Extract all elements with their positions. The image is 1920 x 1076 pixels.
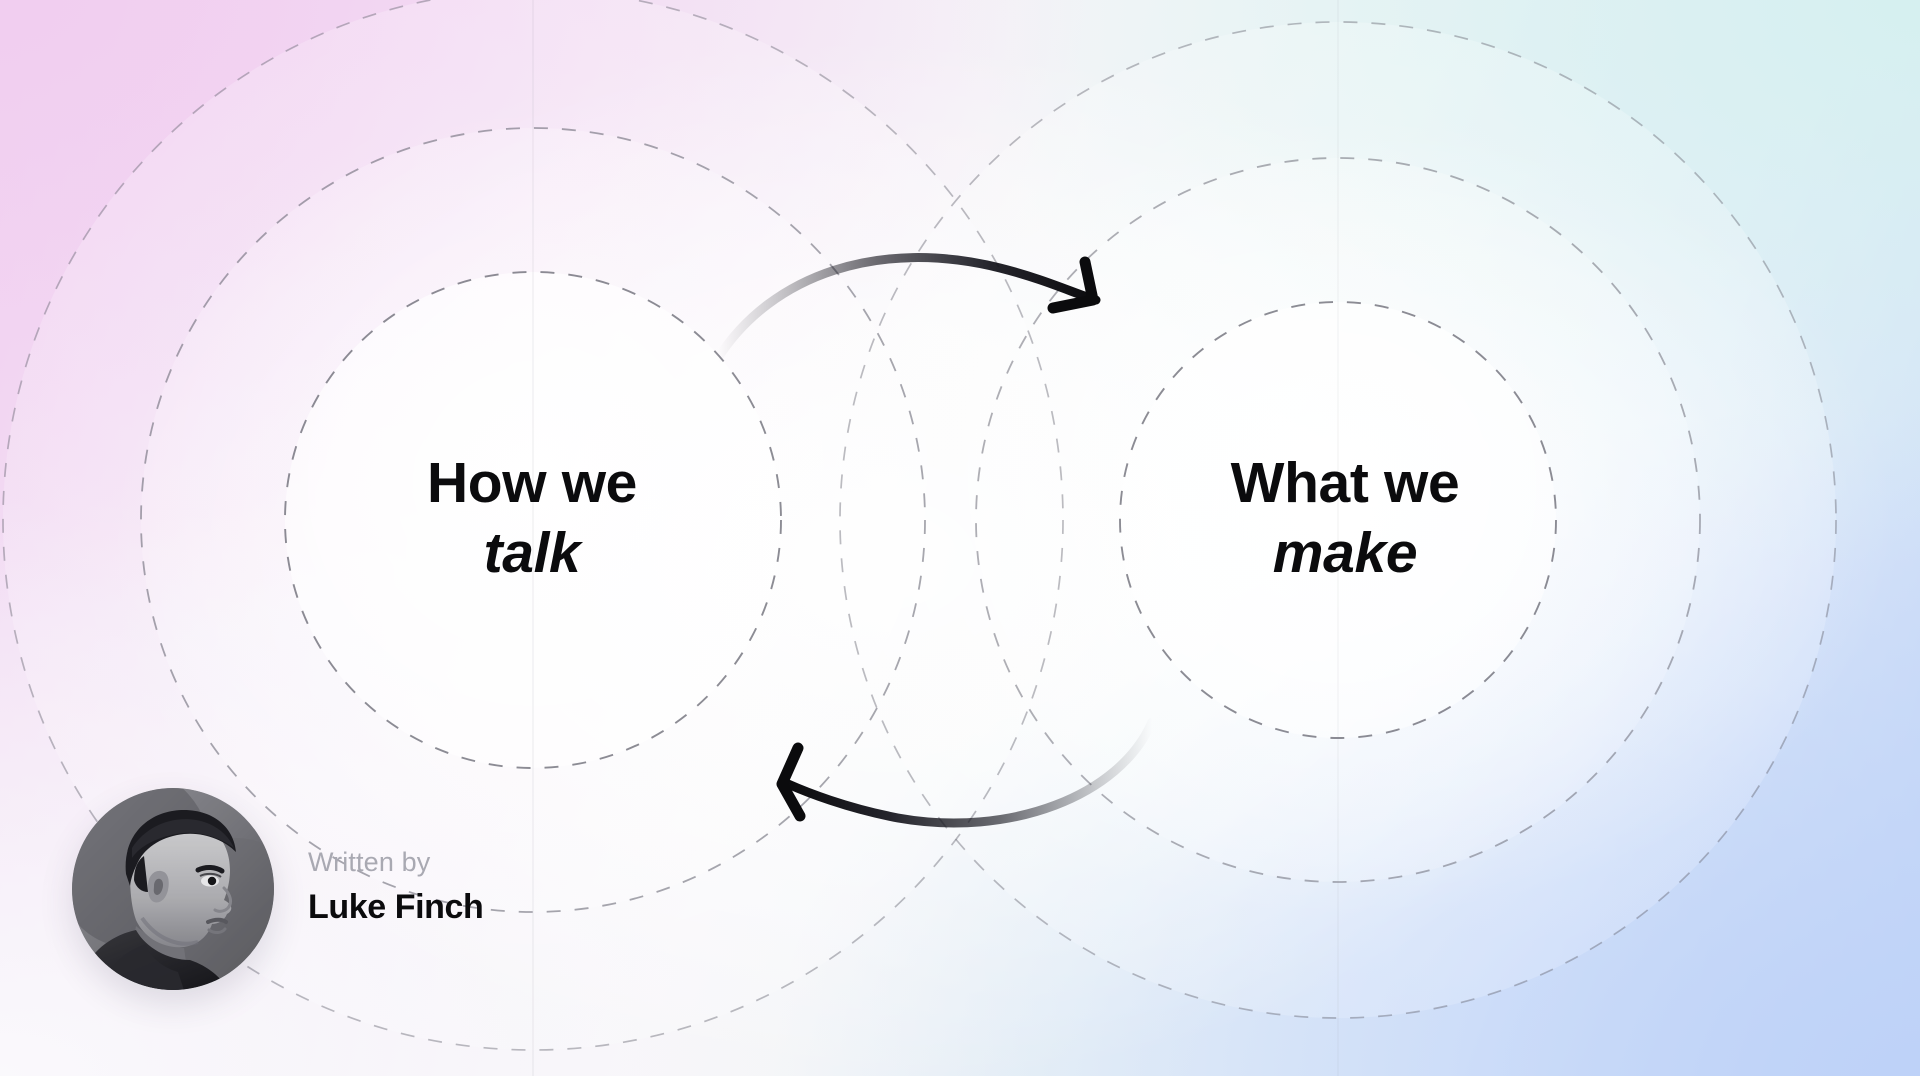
- avatar: [72, 788, 274, 990]
- arrow-make-to-talk: [776, 717, 1157, 828]
- bubble-how-we-talk: How we talk: [282, 404, 782, 634]
- written-by-label: Written by: [308, 847, 431, 877]
- bubble-what-we-make: What we make: [1095, 404, 1595, 634]
- avatar-portrait-icon: [72, 788, 274, 990]
- author-name: Luke Finch: [308, 888, 484, 926]
- author-byline: Written by Luke Finch: [72, 788, 484, 990]
- bubble-left-line2: talk: [483, 521, 581, 585]
- author-text: Written by Luke Finch: [308, 847, 484, 931]
- arrow-talk-to-make: [713, 253, 1101, 363]
- bubble-right-line1: What we: [1230, 451, 1460, 516]
- bubble-right-line2: make: [1272, 521, 1418, 585]
- bubble-left-line1: How we: [426, 451, 638, 516]
